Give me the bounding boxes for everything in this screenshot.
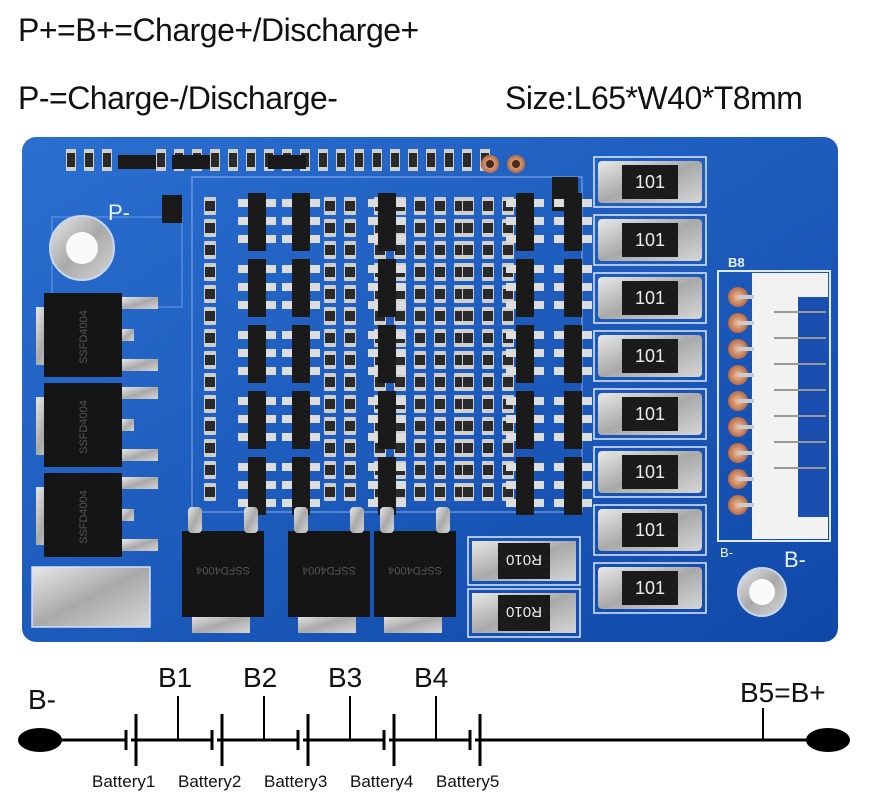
resistor-101: 101 [593,156,707,208]
mounting-hole-p-minus [49,215,115,281]
shunt-resistor: R010 [467,536,581,586]
terminal-b-plus-label: B5=B+ [740,677,826,708]
ic-chip [378,325,396,383]
resistor-code: 101 [635,404,665,424]
tap-b3-label: B3 [328,662,363,693]
ic-chip [564,193,582,251]
sot-transistor [268,155,306,169]
ic-chip [248,457,266,515]
ic-chip [564,457,582,515]
resistor-code: 101 [635,172,665,192]
shunt-resistor: R010 [467,588,581,638]
resistor-101: 101 [593,562,707,614]
mosfet: SSFD4004 [374,507,456,633]
ic-chip [378,193,396,251]
ic-columns [238,193,592,515]
ic-chip [292,325,310,383]
silk-b-minus-large: B- [784,547,806,572]
ic-chip [292,457,310,515]
ic-chip [378,391,396,449]
resistor-101: 101 [593,272,707,324]
resistor-code: 101 [635,288,665,308]
resistor-code: 101 [635,462,665,482]
ic-chip [248,259,266,317]
ic-chip [516,325,534,383]
resistor-code: 101 [635,230,665,250]
battery-schematic [18,696,850,766]
balance-resistors: 101 101 101 101 101 101 101 101 [593,156,707,614]
battery4-label: Battery4 [350,772,414,791]
ic-chip [378,259,396,317]
mosfet-marking: SSFD4004 [78,310,90,364]
mosfet: SSFD4004 [288,507,370,633]
mosfet-marking: SSFD4004 [78,400,90,454]
balance-connector: B8 B- [717,255,831,560]
mosfet: SSFD4004 [36,383,158,467]
solder-pad [31,566,151,628]
mosfet: SSFD4004 [36,293,158,377]
mosfet: SSFD4004 [36,473,158,557]
bms-board: P- B- 101 101 101 101 101 101 101 101 B8 B- SSF… [22,137,838,642]
tap-b2-label: B2 [243,662,278,693]
battery5-label: Battery5 [436,772,500,791]
mosfet: SSFD4004 [182,507,264,633]
shunt-code: R010 [506,603,542,620]
silk-connector-b-minus: B- [720,545,733,560]
terminal-b-minus-label: B- [28,684,56,715]
ic-chip [516,457,534,515]
ic-chip [248,325,266,383]
resistor-101: 101 [593,388,707,440]
ic-chip [564,391,582,449]
mosfet-marking: SSFD4004 [196,564,250,576]
resistor-code: 101 [635,520,665,540]
tap-b1-label: B1 [158,662,193,693]
spec-line-positive: P+=B+=Charge+/Discharge+ [18,12,419,48]
tap-b4-label: B4 [414,662,449,693]
resistor-101: 101 [593,330,707,382]
ic-chip [516,259,534,317]
ic-chip [248,391,266,449]
spec-size: Size:L65*W40*T8mm [505,80,803,116]
spec-line-negative: P-=Charge-/Discharge- [18,80,338,116]
ic-chip [516,391,534,449]
battery3-label: Battery3 [264,772,328,791]
ic-chip [516,193,534,251]
ic-chip [292,259,310,317]
ic-chip [564,325,582,383]
resistor-101: 101 [593,446,707,498]
mosfet-marking: SSFD4004 [388,564,442,576]
sot-transistor [118,155,156,169]
sot-transistor [172,155,210,169]
mosfet-marking: SSFD4004 [78,490,90,544]
resistor-101: 101 [593,504,707,556]
resistor-101: 101 [593,214,707,266]
ic-chip [564,259,582,317]
silk-p-minus: P- [108,200,130,225]
battery2-label: Battery2 [178,772,242,791]
mounting-hole-b-minus [737,567,787,617]
ic-chip [292,193,310,251]
silk-connector-b8: B8 [728,255,745,270]
shunt-code: R010 [506,551,542,568]
battery1-label: Battery1 [92,772,156,791]
sot-transistor [162,195,182,223]
resistor-code: 101 [635,578,665,598]
mosfet-marking: SSFD4004 [302,564,356,576]
ic-chip [378,457,396,515]
ic-chip [292,391,310,449]
resistor-code: 101 [635,346,665,366]
ic-chip [248,193,266,251]
